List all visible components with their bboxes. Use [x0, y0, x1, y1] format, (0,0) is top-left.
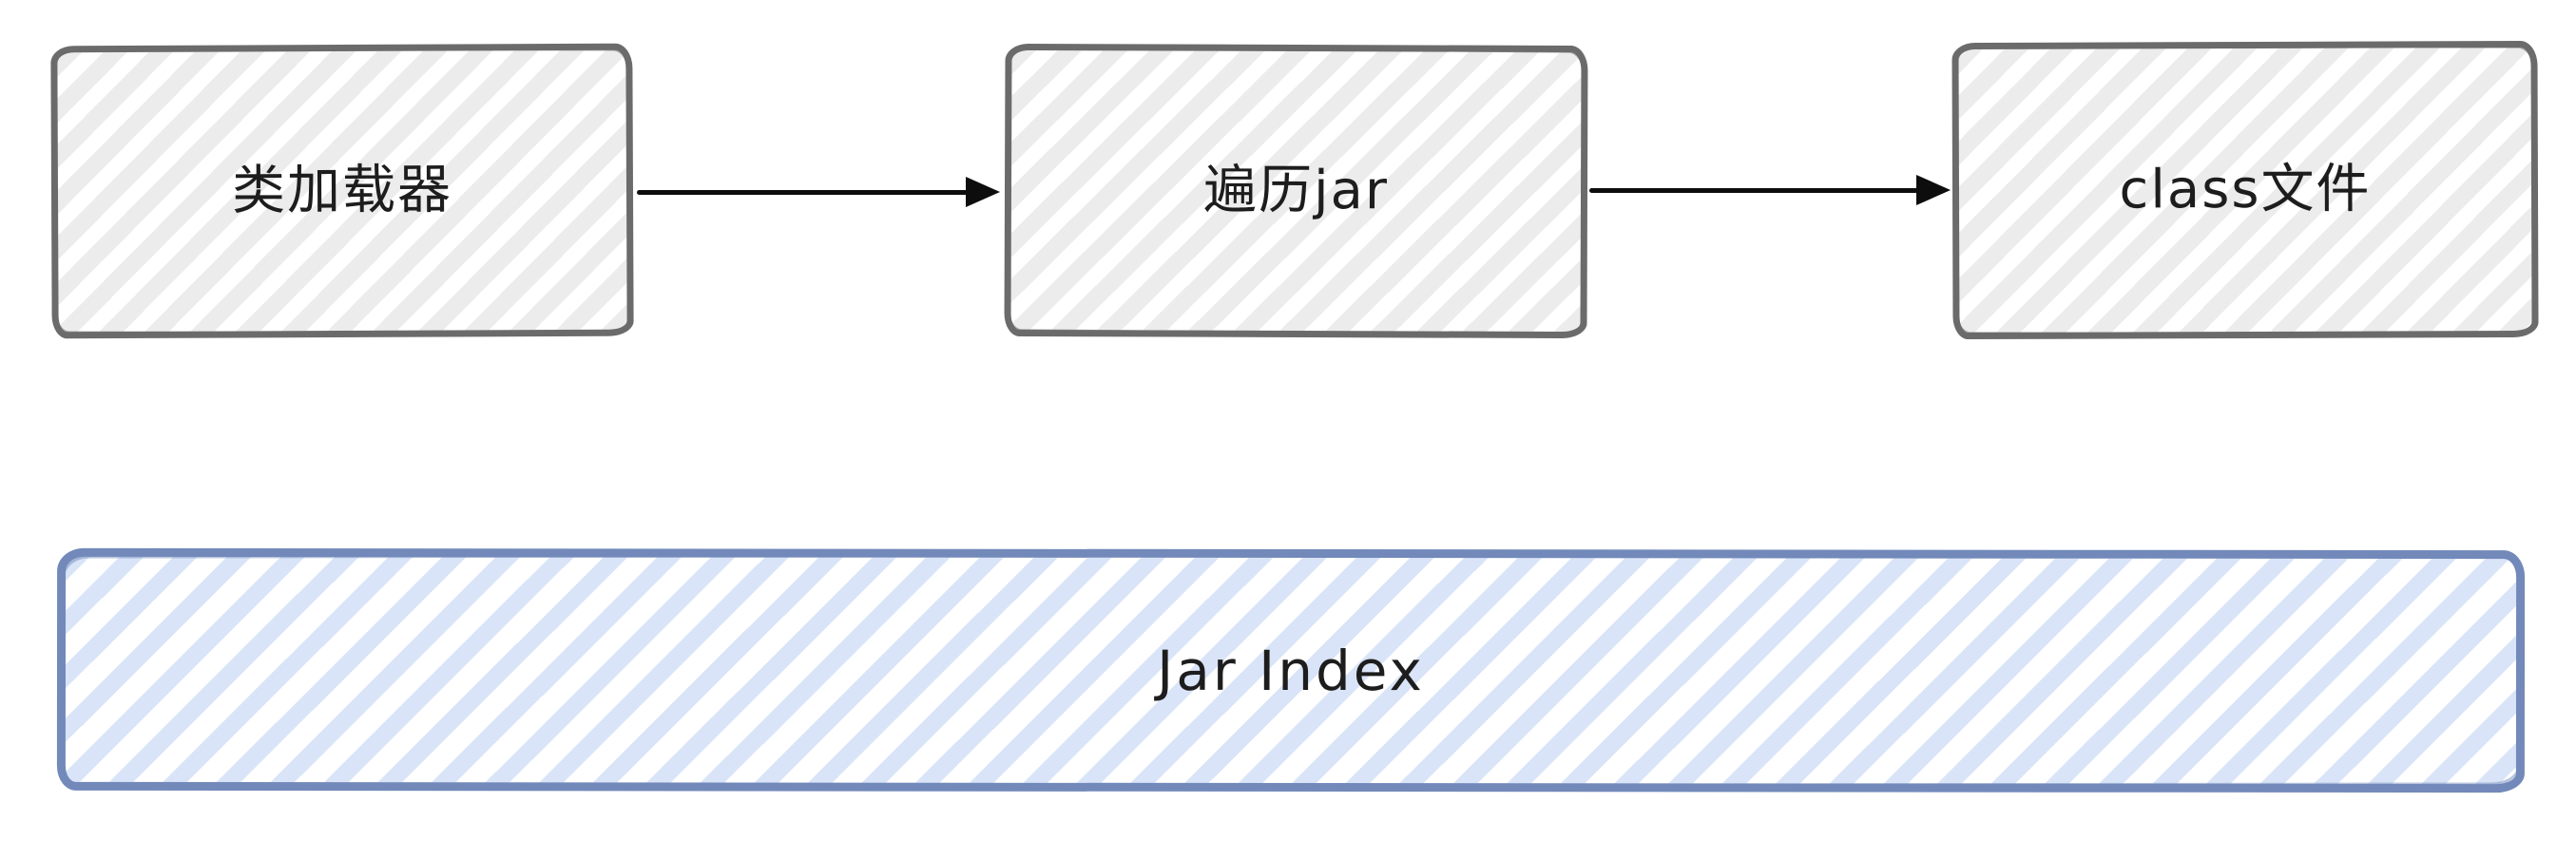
node-jar-index: Jar Index [56, 547, 2526, 793]
node-traverse-jar: 遍历jar [1004, 43, 1588, 339]
node-class-file-label: class文件 [2119, 158, 2372, 221]
arrow-class-loader-to-traverse-jar [637, 176, 1000, 208]
node-class-loader-label: 类加载器 [231, 159, 453, 222]
arrow-head-right-icon [966, 177, 1000, 207]
arrow-head-right-icon [1916, 175, 1951, 205]
node-class-loader: 类加载器 [50, 43, 634, 339]
node-class-file: class文件 [1951, 40, 2539, 340]
node-traverse-jar-label: 遍历jar [1202, 159, 1390, 222]
arrow-traverse-jar-to-class-file [1589, 174, 1951, 206]
arrow-line [637, 189, 968, 195]
arrow-line [1589, 187, 1918, 193]
node-jar-index-label: Jar Index [1157, 638, 1425, 703]
